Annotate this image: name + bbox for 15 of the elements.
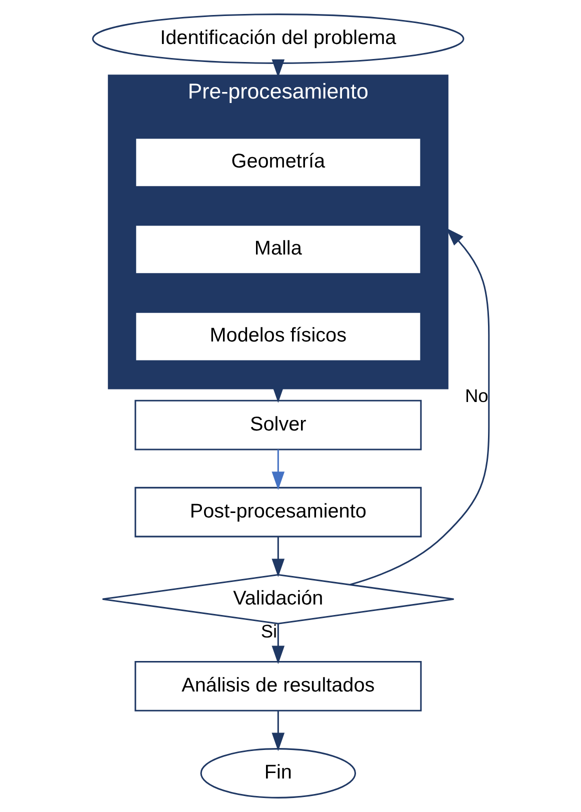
edge-label: No (464, 385, 488, 406)
node-box: Análisis de resultados (134, 661, 422, 712)
node-box: Post-procesamiento (134, 486, 422, 538)
node-box: Solver (134, 400, 422, 450)
node-box: Modelos físicos (134, 311, 422, 362)
arrow (271, 624, 284, 664)
arrow (271, 536, 284, 578)
arrow (271, 59, 284, 78)
node-box: Malla (134, 224, 422, 275)
node-ellipse: Fin (200, 748, 356, 798)
arrow (349, 228, 490, 586)
arrow (271, 450, 284, 490)
node-diamond: Validación (101, 574, 454, 624)
arrow (271, 710, 284, 752)
node-box: Geometría (134, 137, 422, 188)
